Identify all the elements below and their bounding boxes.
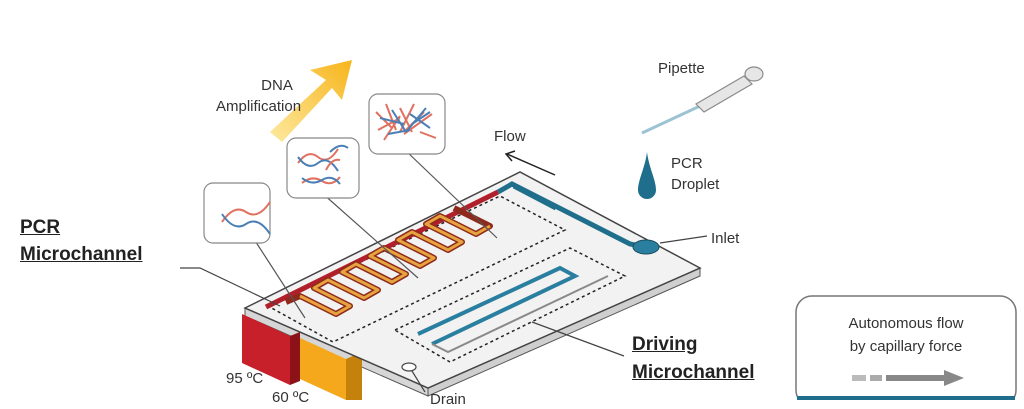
pcr-microchannel-label-line1: PCR: [20, 217, 61, 238]
heater-95: [242, 314, 290, 385]
driving-channel: [417, 265, 580, 346]
pipette-label: Pipette: [658, 60, 705, 77]
driving-region-outline: [393, 247, 627, 363]
pcr-region-outline: [266, 195, 567, 343]
chip-top-face: [243, 171, 702, 389]
temp-95-label: 95 ºC: [226, 370, 264, 387]
chip-diagram: DNA Amplification Pipette Flow PCR Dropl…: [20, 60, 1017, 408]
pcr-droplet-label-line2: Droplet: [671, 176, 720, 193]
pipette-icon: [641, 66, 764, 135]
pcr-droplet-icon: [638, 152, 656, 199]
capillary-arrow-head: [944, 370, 964, 386]
dna-strands-2: [297, 144, 349, 185]
driving-microchannel-label-line2: Microchannel: [632, 362, 755, 383]
flow-arrow: [506, 153, 556, 176]
capillary-text-line2: by capillary force: [849, 338, 963, 355]
channel-link: [512, 183, 558, 211]
dna-strands-1: [221, 201, 271, 235]
driving-channel-return: [431, 275, 609, 354]
driving-label-leader: [531, 321, 625, 357]
dna-box-2: [286, 137, 360, 199]
heater-95-side: [290, 332, 300, 385]
driving-microchannel-label-line1: Driving: [632, 334, 698, 355]
pcr-label-leader: [180, 267, 281, 307]
leader-1: [251, 235, 306, 319]
drain-leader: [411, 370, 426, 393]
inlet-label: Inlet: [711, 230, 740, 247]
inlet-leader: [659, 235, 708, 244]
temp-60-label: 60 ºC: [272, 389, 310, 406]
leader-3: [403, 148, 498, 239]
heater-60: [300, 338, 346, 400]
dna-box-1: [203, 182, 271, 244]
flow-arrowhead: [504, 150, 516, 162]
pcr-droplet-label-line1: PCR: [671, 155, 703, 172]
leader-2: [321, 192, 419, 279]
heater-60-side: [346, 352, 362, 400]
flow-label: Flow: [494, 128, 526, 145]
capillary-channel-bar: [797, 396, 1015, 400]
pcr-microchannel-label-line2: Microchannel: [20, 244, 143, 265]
capillary-text-line1: Autonomous flow: [848, 315, 964, 332]
inlet-port: [632, 239, 660, 255]
drain-port: [401, 362, 417, 372]
dna-label-line1: DNA: [261, 77, 293, 94]
dna-label-line2: Amplification: [216, 98, 302, 115]
pcr-serpentine-anneal: [299, 214, 491, 316]
amplification-arrow: [270, 60, 352, 142]
dna-strands-3: [375, 103, 437, 141]
